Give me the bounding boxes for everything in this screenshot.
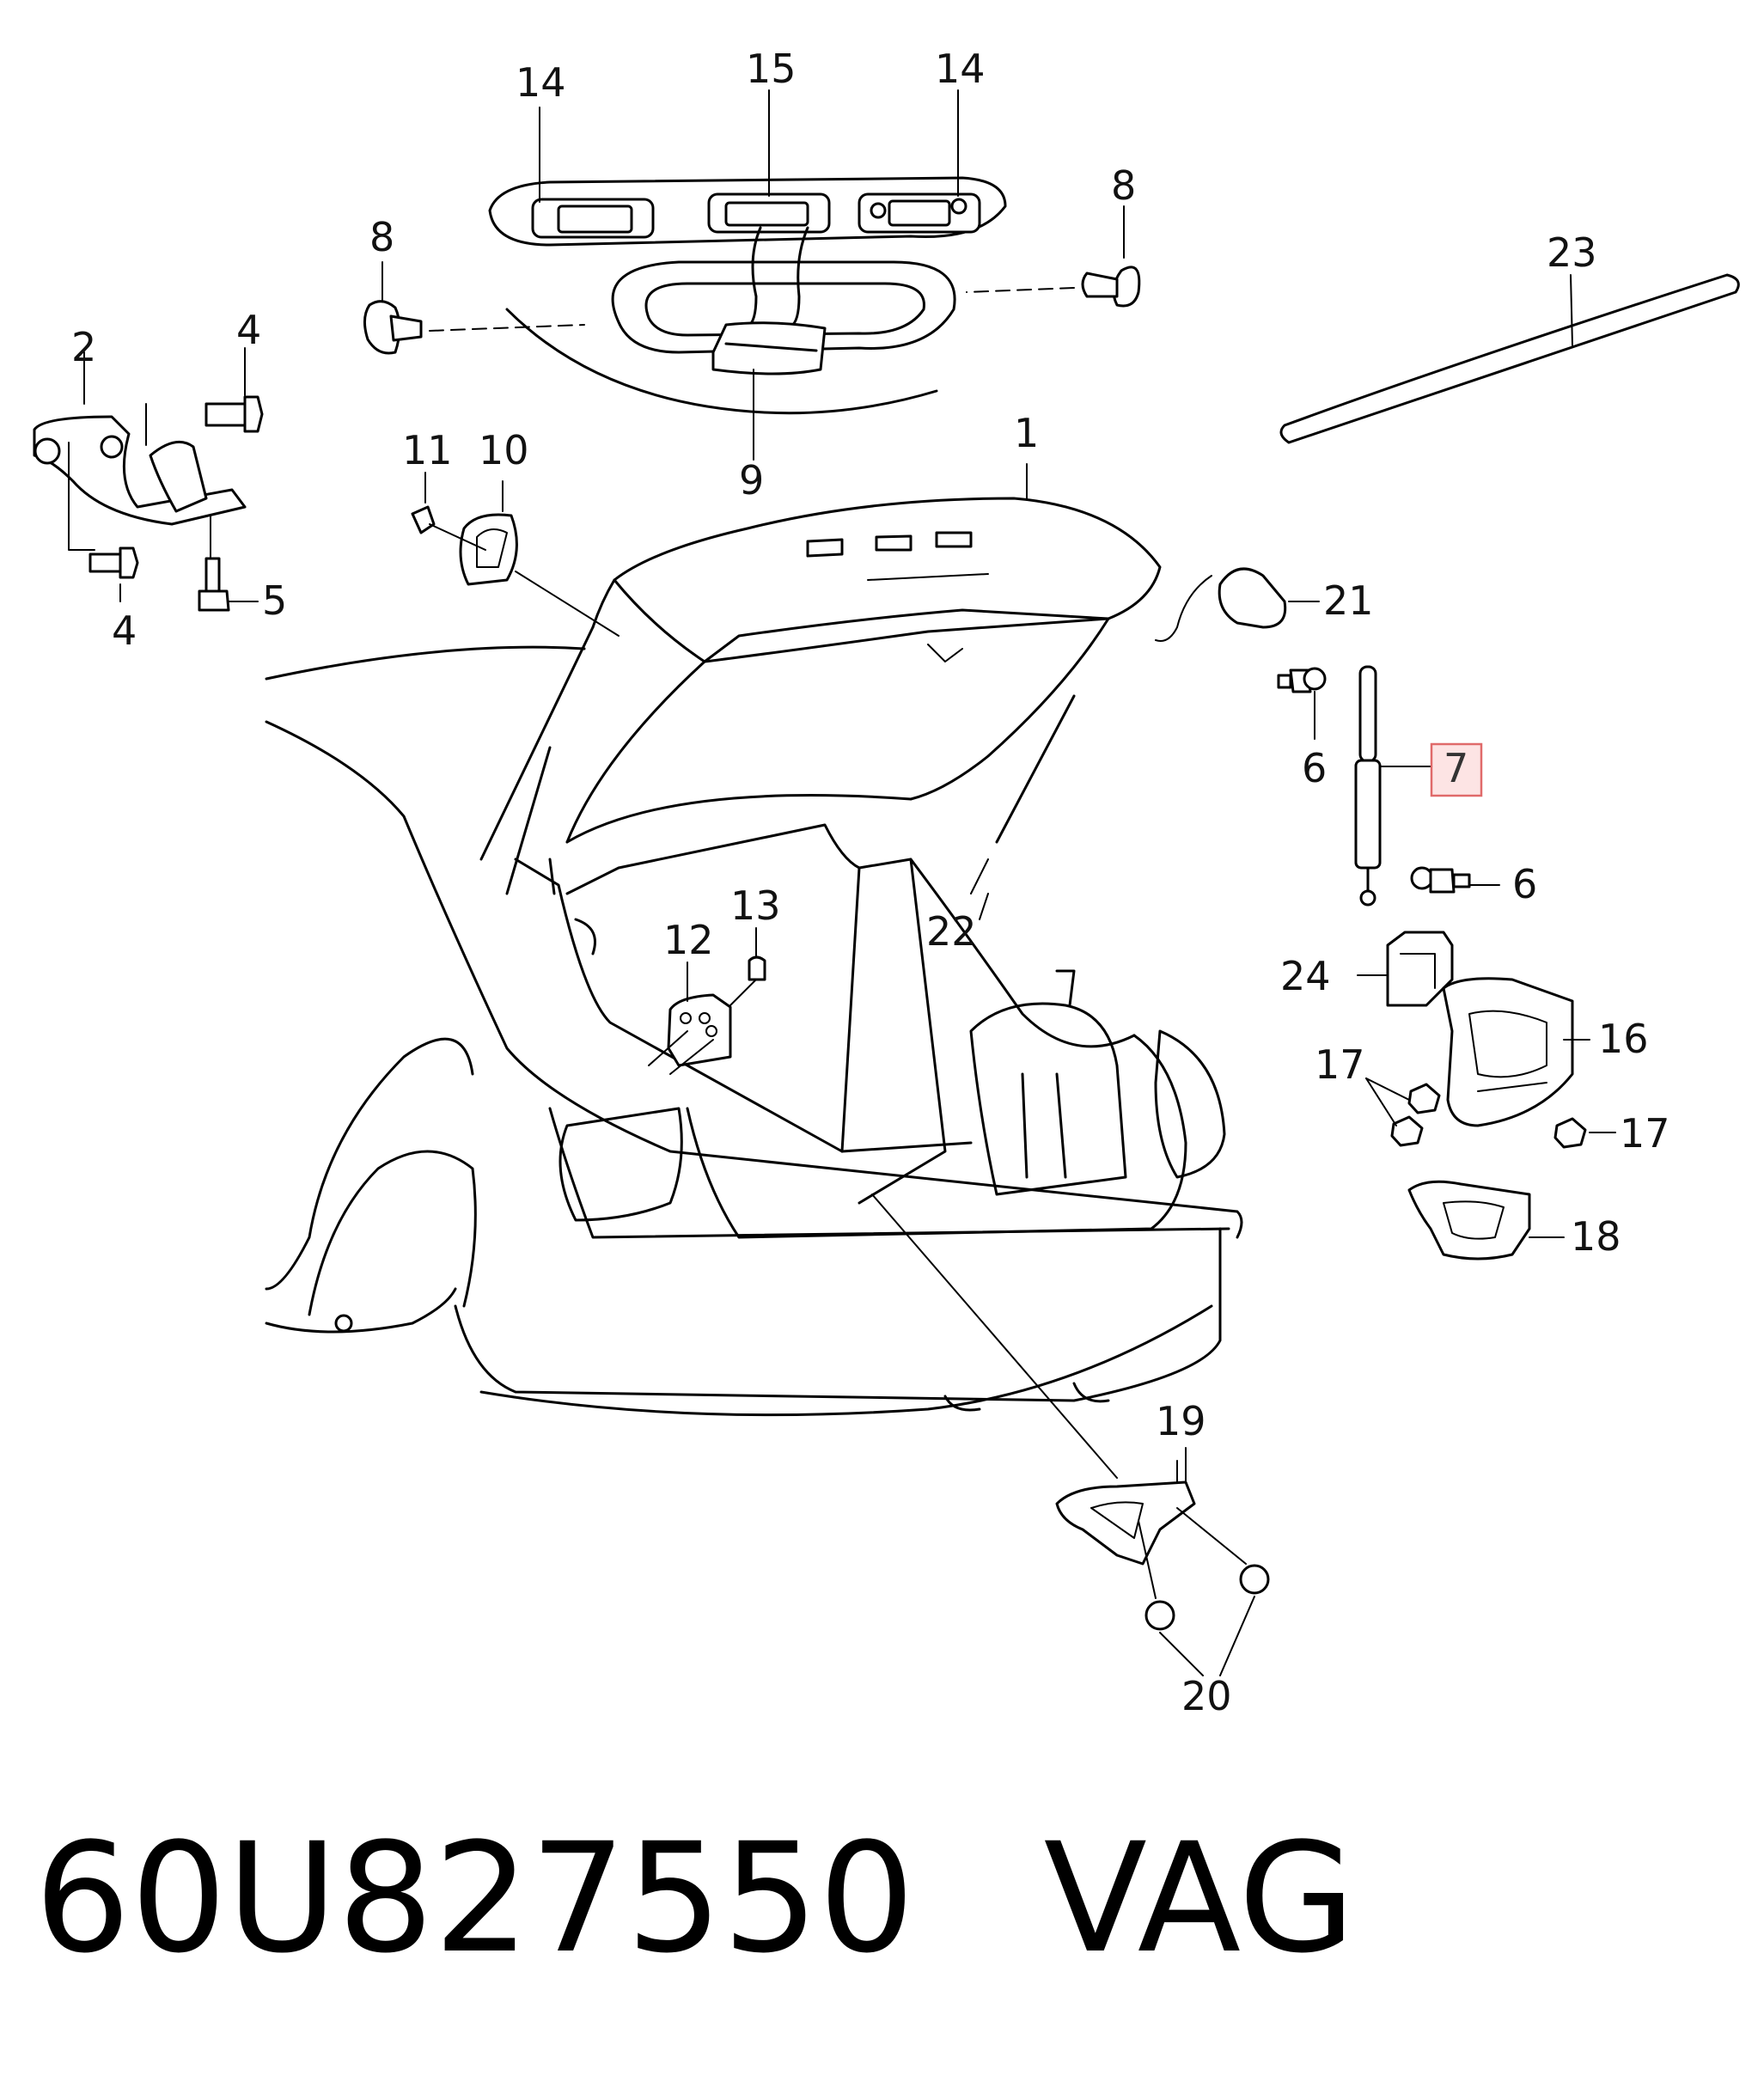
callout-14-left: 14 <box>516 59 566 106</box>
brand: VAG <box>1043 1810 1356 1987</box>
part-12-bracket <box>648 993 732 1075</box>
callout-1: 1 <box>1014 410 1039 456</box>
callout-21: 21 <box>1323 577 1374 624</box>
callout-7: 7 <box>1444 745 1468 791</box>
part-10-buffer <box>459 513 620 637</box>
trunk-interior <box>514 823 1136 1205</box>
callout-8-left: 8 <box>369 214 394 260</box>
callout-12: 12 <box>663 917 714 963</box>
callout-8-right: 8 <box>1111 162 1136 209</box>
callout-6-bottom: 6 <box>1512 861 1537 907</box>
part-16-lock <box>1442 977 1590 1127</box>
part-23-molding <box>1279 273 1740 444</box>
part-8-clip-left <box>363 300 585 355</box>
tailgate-inner-frame <box>505 226 956 415</box>
callout-14-right: 14 <box>935 46 986 92</box>
tailgate-trim-strip <box>488 176 1007 247</box>
part-6-ball-stud-top <box>1277 667 1327 693</box>
callout-23: 23 <box>1547 229 1597 276</box>
callout-24: 24 <box>1280 953 1331 999</box>
part-6-ball-stud-bottom <box>1410 866 1471 894</box>
part-11-screw <box>411 505 486 551</box>
callout-13: 13 <box>730 882 781 929</box>
part-17-nuts <box>1365 1077 1616 1149</box>
callout-18: 18 <box>1571 1213 1621 1260</box>
callout-22: 22 <box>926 908 977 955</box>
callout-19: 19 <box>1156 1398 1206 1444</box>
callout-16: 16 <box>1598 1016 1649 1062</box>
part-13-screw <box>729 955 766 1006</box>
part-22-strut-in-scene <box>505 694 1076 895</box>
callout-15: 15 <box>746 46 797 92</box>
callout-17-right: 17 <box>1620 1110 1670 1157</box>
callout-4-top: 4 <box>236 307 261 353</box>
part-8-clip-right <box>966 266 1141 308</box>
callout-11: 11 <box>402 427 453 473</box>
callout-4-bottom: 4 <box>112 607 137 654</box>
callout-5: 5 <box>262 577 287 624</box>
part-7-gas-strut <box>1354 665 1431 907</box>
part-number: 60U827550 <box>34 1810 915 1987</box>
highlight-box-7 <box>1430 742 1483 797</box>
part-24-bracket <box>1357 931 1454 1007</box>
callout-2: 2 <box>71 324 96 370</box>
part-20-bolts <box>1138 1507 1270 1676</box>
part-4-bolt-top <box>204 395 264 433</box>
part-18-striker <box>1407 1180 1565 1261</box>
part-4-bolt-bottom <box>89 546 139 579</box>
callout-9: 9 <box>739 457 764 504</box>
part-19-bracket <box>871 1193 1196 1566</box>
leader-lines <box>83 89 1573 1483</box>
part-5-bolt <box>198 557 230 612</box>
callout-10: 10 <box>479 427 529 473</box>
part-21-bump-stop <box>1155 567 1287 642</box>
part-1-tailgate <box>479 497 1162 861</box>
callout-17-left: 17 <box>1315 1041 1365 1088</box>
callout-6-top: 6 <box>1302 745 1327 791</box>
part-number-caption: 60U827550 VAG <box>34 1800 1710 1998</box>
callout-labels: 14 15 14 8 8 23 2 4 4 5 11 10 9 1 21 6 7… <box>71 46 1670 1719</box>
callout-20: 20 <box>1181 1673 1232 1719</box>
part-2-hinge <box>33 403 247 559</box>
car-body-outline <box>265 645 1243 1417</box>
